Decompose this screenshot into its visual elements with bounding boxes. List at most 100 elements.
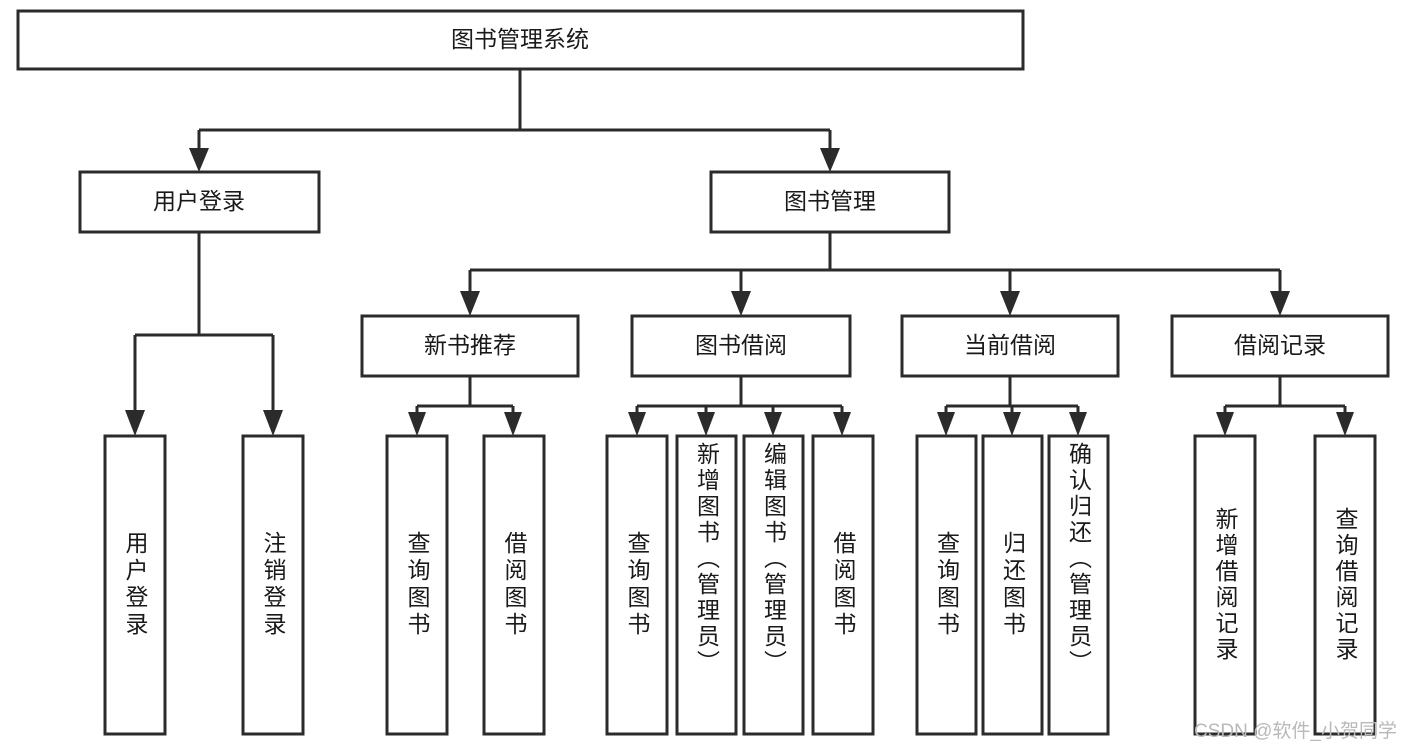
arrow-head-book-borrow-leaf-2 [697, 412, 715, 436]
leaf-book-borrow-4-box[interactable] [811, 434, 875, 736]
node-current-borrow[interactable]: 当前借阅 [900, 314, 1120, 378]
leaf-user-login-2-text-area: 注销登录 [243, 436, 303, 734]
arrow-head-current-borrow-leaf-2 [1003, 412, 1021, 436]
leaf-borrow-record-1[interactable]: 新增借阅记录 [1193, 434, 1257, 736]
leaf-borrow-record-1-label-wrap: 新增借阅记录 [1195, 436, 1255, 734]
leaf-borrow-record-1-text-area: 新增借阅记录 [1195, 436, 1255, 734]
leaf-new-book-2-label: 借阅图书 [501, 531, 527, 639]
node-book-borrow-label: 图书借阅 [695, 332, 787, 358]
leaf-borrow-record-2-label: 查询借阅记录 [1332, 507, 1358, 663]
leaf-user-login-1-text-area: 用户登录 [105, 436, 165, 734]
leaf-current-borrow-2-box[interactable] [981, 434, 1044, 736]
leaf-user-login-1-label: 用户登录 [122, 531, 148, 639]
leaf-current-borrow-2[interactable]: 归还图书 [981, 434, 1044, 736]
leaf-book-borrow-1-text-area: 查询图书 [607, 436, 667, 734]
leaf-book-borrow-2-box[interactable] [675, 434, 738, 736]
leaf-current-borrow-1-label: 查询图书 [933, 531, 960, 639]
leaf-book-borrow-4-label-wrap: 借阅图书 [813, 436, 873, 734]
leaf-current-borrow-1[interactable]: 查询图书 [915, 434, 978, 736]
node-current-borrow-label: 当前借阅 [964, 332, 1056, 358]
leaf-book-borrow-2-text-area: 新增图书（管理员） [677, 436, 736, 734]
leaf-new-book-2-box[interactable] [482, 434, 546, 736]
csdn-watermark: CSDN @软件_小贺同学 [1194, 721, 1397, 742]
leaf-new-book-2[interactable]: 借阅图书 [482, 434, 546, 736]
leaf-book-borrow-4[interactable]: 借阅图书 [811, 434, 875, 736]
node-new-book-recommend-label: 新书推荐 [424, 332, 516, 358]
leaf-current-borrow-2-label: 归还图书 [999, 531, 1026, 639]
leaf-new-book-1-label-wrap: 查询图书 [387, 436, 447, 734]
arrow-head-borrow-record [1270, 291, 1290, 316]
arrow-head-book-borrow-leaf-4 [833, 412, 851, 436]
leaf-current-borrow-2-label-wrap: 归还图书 [983, 436, 1042, 734]
leaf-book-borrow-1[interactable]: 查询图书 [605, 434, 669, 736]
node-book-borrow-box[interactable] [630, 314, 852, 378]
leaf-current-borrow-1-text-area: 查询图书 [917, 436, 976, 734]
leaf-new-book-1-label: 查询图书 [404, 531, 430, 639]
leaf-user-login-1-box[interactable] [103, 434, 167, 736]
node-current-borrow-box[interactable] [900, 314, 1120, 378]
leaf-user-login-2-box[interactable] [241, 434, 305, 736]
node-root[interactable]: 图书管理系统 [16, 9, 1025, 71]
arrow-head-book-manage [820, 148, 840, 172]
leaf-borrow-record-2-text-area: 查询借阅记录 [1315, 436, 1375, 734]
leaf-book-borrow-2[interactable]: 新增图书（管理员） [675, 434, 738, 736]
leaf-borrow-record-2-box[interactable] [1313, 434, 1377, 736]
node-book-manage-box[interactable] [709, 170, 951, 234]
leaf-book-borrow-3-label-wrap: 编辑图书（管理员） [744, 436, 803, 734]
node-book-manage-label: 图书管理 [784, 188, 876, 214]
leaf-current-borrow-2-text-area: 归还图书 [983, 436, 1042, 734]
node-borrow-record-box[interactable] [1170, 314, 1390, 378]
arrow-head-borrow-record-leaf-2 [1336, 412, 1354, 436]
leaf-user-login-2-label-wrap: 注销登录 [243, 436, 303, 734]
leaf-book-borrow-2-label-wrap: 新增图书（管理员） [677, 436, 736, 734]
arrow-head-new-book-leaf-1 [408, 412, 426, 436]
node-user-login-box[interactable] [78, 170, 321, 234]
node-user-login-label: 用户登录 [153, 188, 245, 214]
leaf-new-book-1[interactable]: 查询图书 [385, 434, 449, 736]
leaf-new-book-1-text-area: 查询图书 [387, 436, 447, 734]
leaf-book-borrow-4-label: 借阅图书 [830, 531, 856, 639]
leaf-book-borrow-2-label: 新增图书（管理员） [693, 442, 720, 676]
arrow-head-book-borrow [731, 291, 751, 316]
node-root-box[interactable] [16, 9, 1025, 71]
arrow-head-borrow-record-leaf-1 [1216, 412, 1234, 436]
leaf-book-borrow-4-text-area: 借阅图书 [813, 436, 873, 734]
leaf-current-borrow-3-box[interactable] [1047, 434, 1110, 736]
leaf-book-borrow-3[interactable]: 编辑图书（管理员） [742, 434, 805, 736]
node-book-borrow[interactable]: 图书借阅 [630, 314, 852, 378]
leaf-current-borrow-3-text-area: 确认归还（管理员） [1049, 436, 1108, 734]
leaf-user-login-2-label: 注销登录 [260, 531, 286, 639]
leaf-current-borrow-3-label: 确认归还（管理员） [1065, 442, 1092, 676]
node-user-login[interactable]: 用户登录 [78, 170, 321, 234]
leaf-book-borrow-3-text-area: 编辑图书（管理员） [744, 436, 803, 734]
node-book-manage[interactable]: 图书管理 [709, 170, 951, 234]
leaf-book-borrow-3-label: 编辑图书（管理员） [760, 442, 787, 676]
node-root-label: 图书管理系统 [451, 26, 589, 52]
leaf-book-borrow-3-box[interactable] [742, 434, 805, 736]
node-borrow-record[interactable]: 借阅记录 [1170, 314, 1390, 378]
leaf-borrow-record-1-box[interactable] [1193, 434, 1257, 736]
arrow-head-user-login [189, 148, 209, 172]
leaf-current-borrow-1-box[interactable] [915, 434, 978, 736]
leaf-book-borrow-1-label: 查询图书 [624, 531, 650, 639]
leaf-book-borrow-1-label-wrap: 查询图书 [607, 436, 667, 734]
leaf-book-borrow-1-box[interactable] [605, 434, 669, 736]
leaf-current-borrow-3-label-wrap: 确认归还（管理员） [1049, 436, 1108, 734]
arrow-head-leaf-user-login [125, 410, 145, 436]
leaf-user-login-1-label-wrap: 用户登录 [105, 436, 165, 734]
leaf-borrow-record-2[interactable]: 查询借阅记录 [1313, 434, 1377, 736]
leaf-user-login-1[interactable]: 用户登录 [103, 434, 167, 736]
node-new-book-recommend[interactable]: 新书推荐 [360, 314, 580, 378]
leaf-new-book-2-text-area: 借阅图书 [501, 531, 527, 639]
leaf-new-book-1-box[interactable] [385, 434, 449, 736]
leaf-current-borrow-1-label-wrap: 查询图书 [917, 436, 976, 734]
arrow-head-book-borrow-leaf-3 [764, 412, 782, 436]
leaf-current-borrow-3[interactable]: 确认归还（管理员） [1047, 434, 1110, 736]
arrow-head-leaf-logout [263, 410, 283, 436]
leaf-borrow-record-2-label-wrap: 查询借阅记录 [1315, 436, 1375, 734]
arrow-head-new-book [460, 291, 480, 316]
leaf-user-login-2[interactable]: 注销登录 [241, 434, 305, 736]
node-new-book-recommend-box[interactable] [360, 314, 580, 378]
